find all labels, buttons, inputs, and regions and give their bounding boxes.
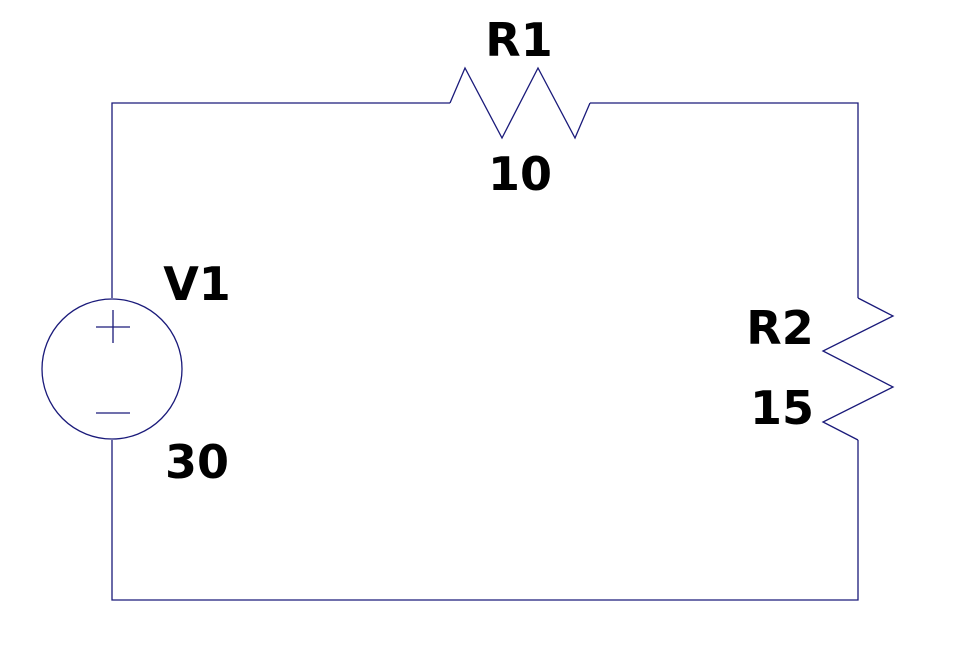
resistor-r1: R1 10 bbox=[449, 13, 591, 201]
wire-bottom bbox=[111, 440, 859, 601]
wire-top-left bbox=[111, 102, 450, 298]
voltage-source-v1: V1 30 bbox=[41, 257, 231, 489]
wires bbox=[111, 102, 859, 601]
voltage-source-v1-name: V1 bbox=[163, 257, 231, 311]
plus-icon bbox=[96, 310, 130, 343]
wire-top-right bbox=[590, 102, 859, 298]
voltage-source-v1-symbol bbox=[41, 298, 183, 440]
resistor-r1-symbol bbox=[449, 66, 591, 140]
resistor-r1-name: R1 bbox=[485, 13, 552, 67]
resistor-r2-value: 15 bbox=[750, 381, 814, 435]
voltage-source-v1-value: 30 bbox=[165, 435, 229, 489]
resistor-r1-value: 10 bbox=[488, 147, 552, 201]
resistor-r2: R2 15 bbox=[746, 297, 895, 441]
resistor-r2-name: R2 bbox=[746, 301, 813, 355]
resistor-r2-symbol bbox=[821, 297, 895, 441]
